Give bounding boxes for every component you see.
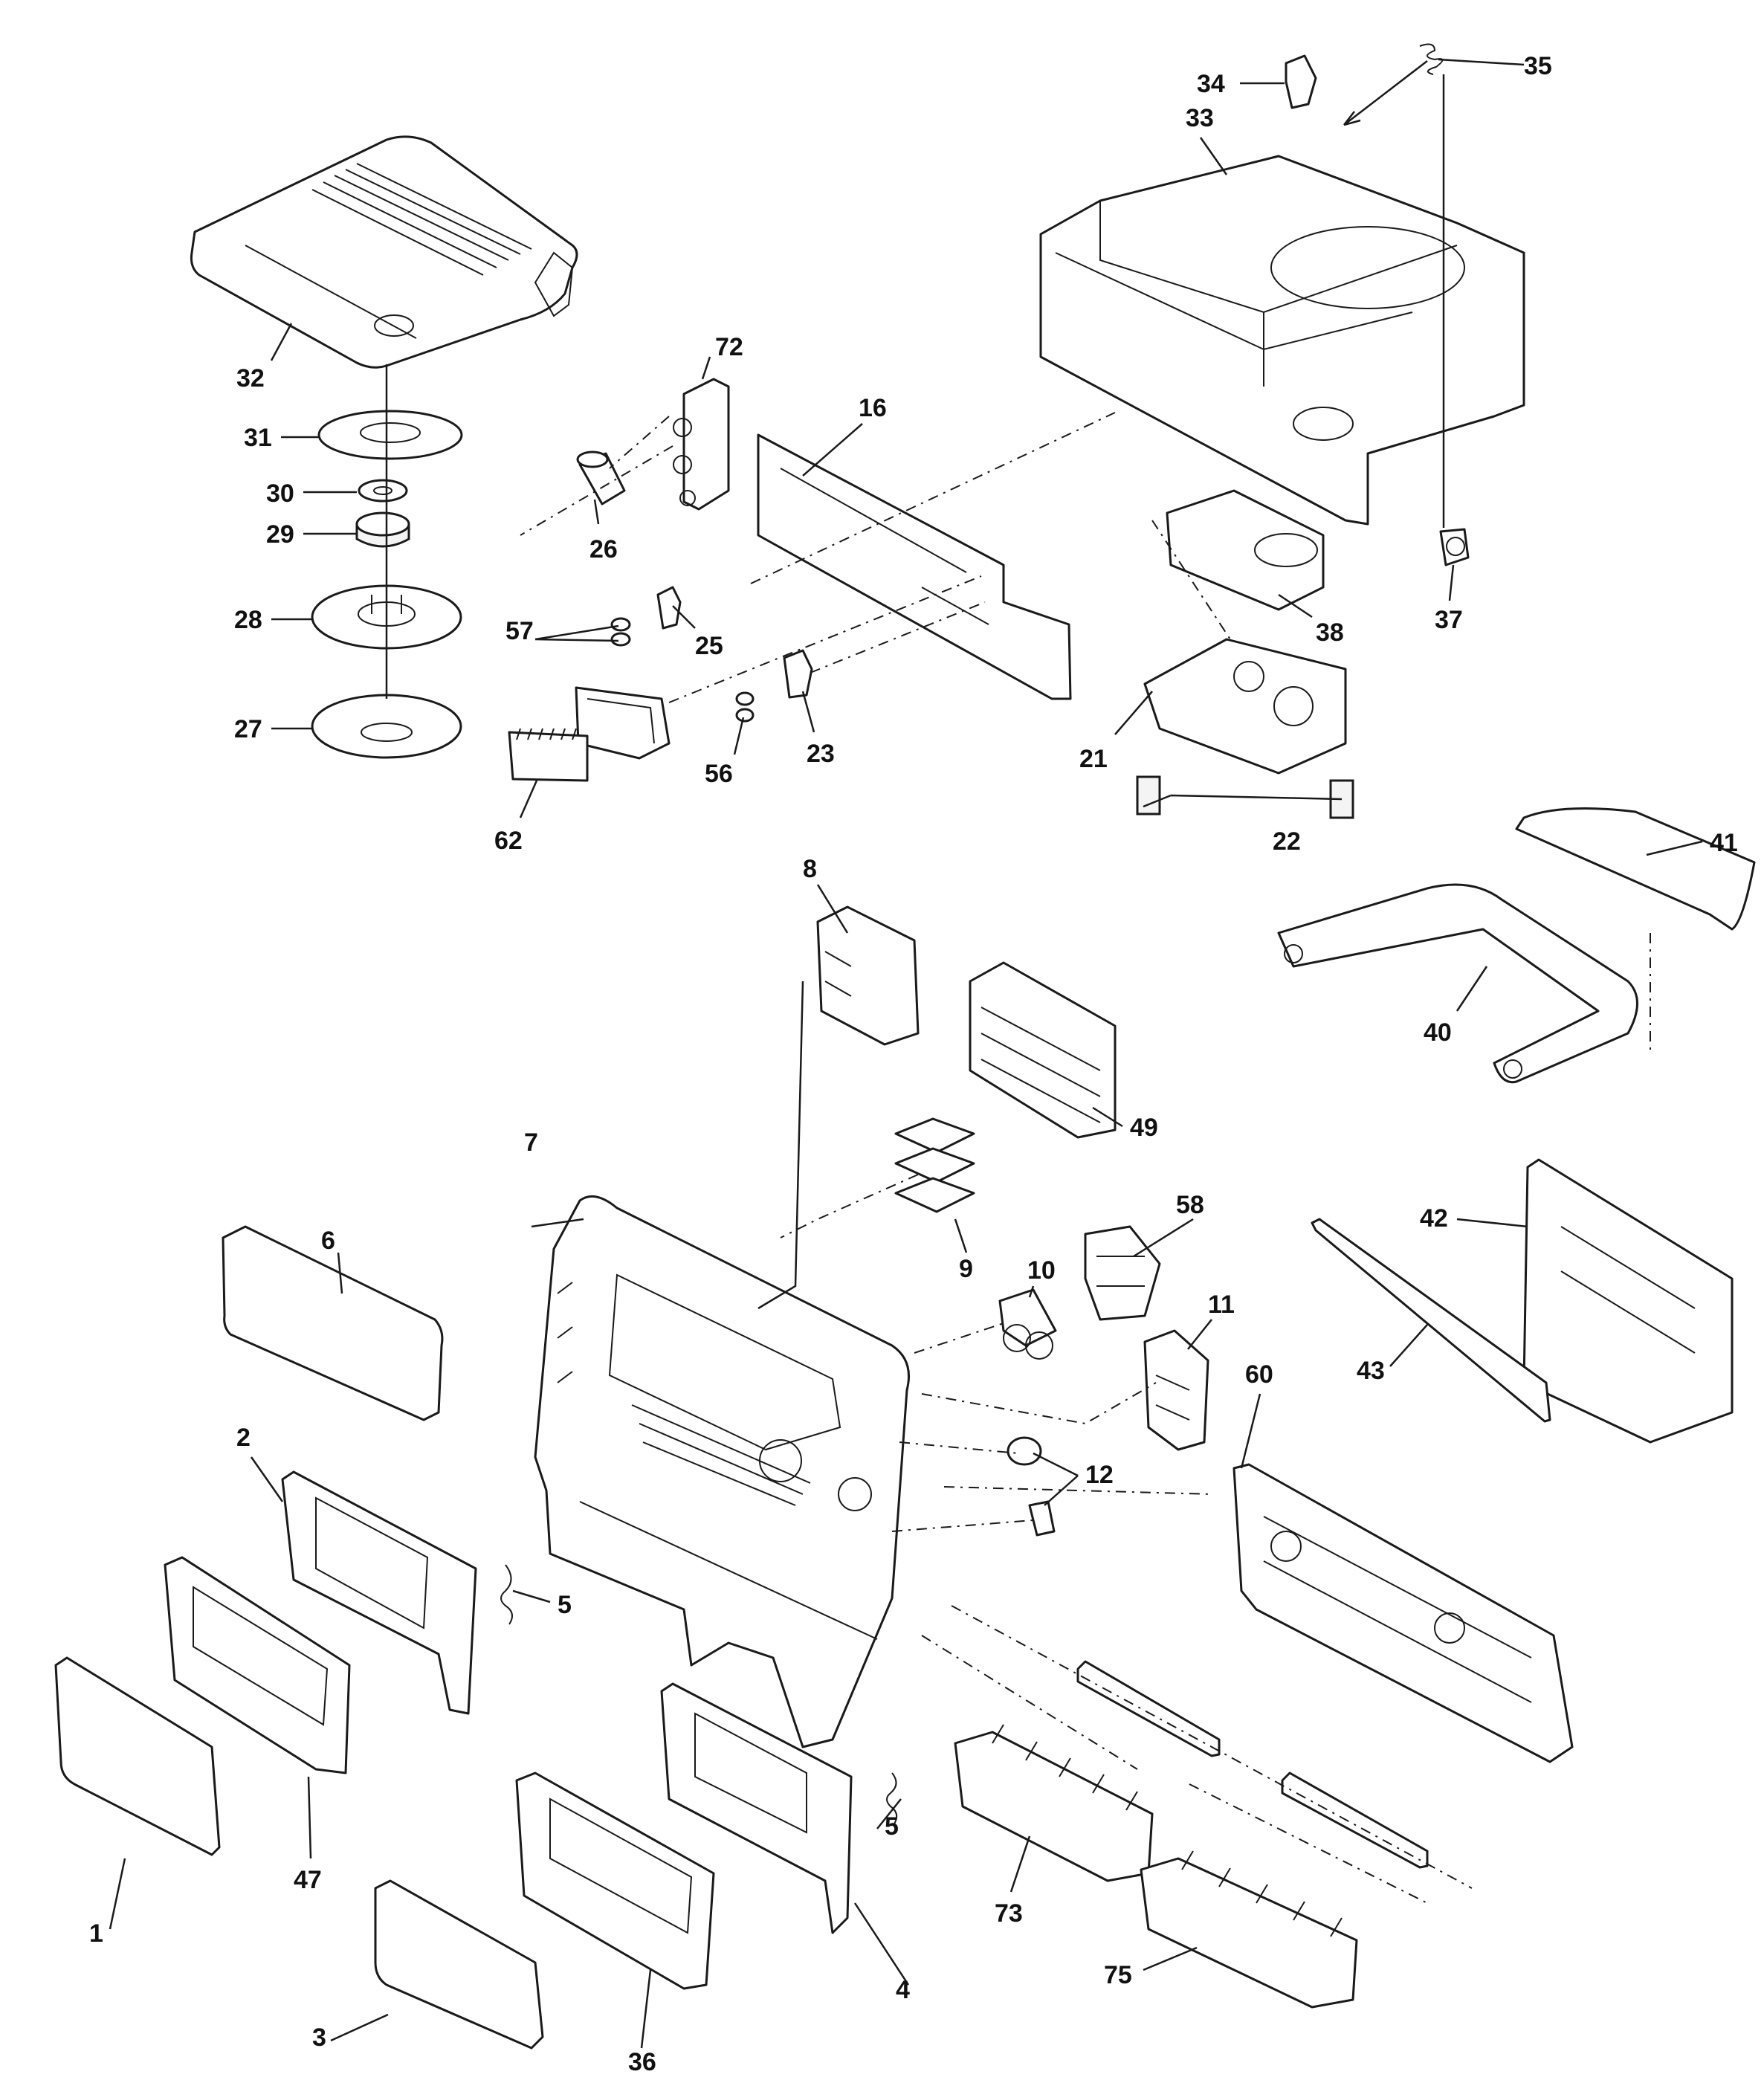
callout-9: 9	[959, 1255, 973, 1283]
part-1-cassette-cover	[54, 1656, 221, 1856]
callout-12: 12	[1085, 1461, 1114, 1489]
callout-60: 60	[1245, 1360, 1273, 1389]
callout-8: 8	[803, 855, 817, 883]
part-56-led-pair	[735, 691, 755, 723]
part-36-cassette-door	[515, 1771, 715, 1990]
callout-11: 11	[1208, 1291, 1235, 1319]
part-34-latch	[1285, 54, 1317, 109]
callout-43: 43	[1357, 1357, 1385, 1385]
part-23-clip	[783, 649, 813, 699]
part-display-housing	[575, 686, 671, 760]
part-6-door-panel	[222, 1225, 444, 1421]
part-16-circuit-board	[757, 433, 1072, 700]
callout-25: 25	[695, 632, 723, 660]
callout-23: 23	[807, 740, 835, 768]
part-30-washer	[358, 479, 408, 503]
callout-47: 47	[294, 1866, 322, 1894]
part-73-key-block	[954, 1724, 1154, 1882]
part-12-buttons	[1007, 1436, 1056, 1537]
part-62-display-connector	[508, 728, 589, 782]
part-49-panel-frame	[969, 961, 1117, 1139]
callout-27: 27	[234, 715, 262, 743]
callout-35: 35	[1524, 52, 1552, 80]
part-72-switch-block	[673, 378, 730, 511]
callout-7: 7	[524, 1128, 538, 1157]
callout-3: 3	[312, 2024, 326, 2052]
part-58-transformer	[1084, 1225, 1161, 1321]
part-60-main-board	[1232, 1463, 1574, 1763]
part-11-switch	[1143, 1329, 1209, 1451]
part-57-led-pair	[610, 617, 631, 647]
part-5-spring-lower	[886, 1772, 898, 1826]
callout-21: 21	[1079, 745, 1108, 773]
callout-36: 36	[628, 2048, 656, 2076]
part-25-clip	[656, 586, 682, 630]
part-7-front-panel	[534, 1195, 910, 1748]
callout-62: 62	[494, 827, 523, 855]
callout-4: 4	[896, 1976, 910, 2004]
callout-10: 10	[1027, 1256, 1056, 1285]
callout-1: 1	[89, 1919, 103, 1948]
callout-73: 73	[995, 1899, 1023, 1928]
part-27-base-disc	[311, 694, 462, 759]
callout-37: 37	[1435, 606, 1463, 634]
callout-2: 2	[236, 1424, 251, 1452]
part-5-spring-upper	[500, 1564, 513, 1625]
callout-58: 58	[1176, 1191, 1204, 1219]
callout-29: 29	[266, 520, 294, 549]
callout-56: 56	[705, 760, 733, 788]
part-31-disc-plate	[317, 410, 463, 460]
callout-40: 40	[1424, 1018, 1452, 1047]
part-33-cd-chassis	[1039, 155, 1525, 526]
part-41-handle-cap	[1515, 807, 1756, 931]
callout-32: 32	[236, 364, 265, 393]
part-bracket-upper	[1076, 1660, 1221, 1757]
callout-57: 57	[505, 617, 534, 645]
callout-49: 49	[1130, 1114, 1158, 1142]
part-35-arrow	[1343, 60, 1428, 126]
callout-22: 22	[1273, 827, 1301, 856]
callout-34: 34	[1197, 70, 1225, 98]
callout-38: 38	[1316, 618, 1344, 647]
callout-75: 75	[1104, 1961, 1132, 1989]
callout-30: 30	[266, 479, 294, 508]
part-bracket-lower	[1281, 1771, 1429, 1869]
part-4-cassette-holder	[660, 1682, 853, 1934]
part-2-cassette-holder	[281, 1470, 477, 1715]
callout-41: 41	[1710, 829, 1738, 857]
callout-5-upper: 5	[558, 1591, 572, 1619]
callout-28: 28	[234, 606, 262, 634]
part-40-carry-handle	[1277, 883, 1638, 1084]
callout-labels: 1 2 3 4 5 5 6 7 8 9 10 11 12 16 21 22 23…	[89, 52, 1738, 2076]
part-43-rod	[1311, 1218, 1551, 1423]
part-75-key-block	[1140, 1850, 1358, 2009]
callout-26: 26	[589, 535, 618, 563]
part-10-knob-switch	[998, 1288, 1057, 1360]
part-8-switch-module	[816, 905, 920, 1046]
guide-8-7	[757, 981, 804, 1310]
callout-16: 16	[859, 394, 887, 422]
part-32-cd-lid	[190, 135, 578, 369]
leader-lines	[109, 58, 1703, 2049]
part-29-ring	[355, 511, 410, 548]
part-47-cassette-door	[164, 1556, 351, 1774]
callout-42: 42	[1420, 1204, 1448, 1233]
part-37-damper	[1439, 528, 1470, 566]
part-35-spring	[1419, 43, 1444, 75]
part-3-cassette-cover	[374, 1879, 544, 2050]
callout-33: 33	[1186, 104, 1214, 132]
callout-6: 6	[321, 1227, 335, 1255]
part-42-back-panel	[1522, 1158, 1734, 1444]
part-9-button-set	[894, 1117, 975, 1213]
assembly-guides	[520, 412, 1473, 1904]
callout-31: 31	[244, 424, 272, 452]
part-21-cd-loader	[1143, 638, 1347, 775]
part-26-knob	[576, 450, 626, 506]
callout-72: 72	[715, 333, 743, 361]
part-38-pickup-cover	[1166, 489, 1325, 611]
callout-5-lower: 5	[885, 1812, 899, 1841]
